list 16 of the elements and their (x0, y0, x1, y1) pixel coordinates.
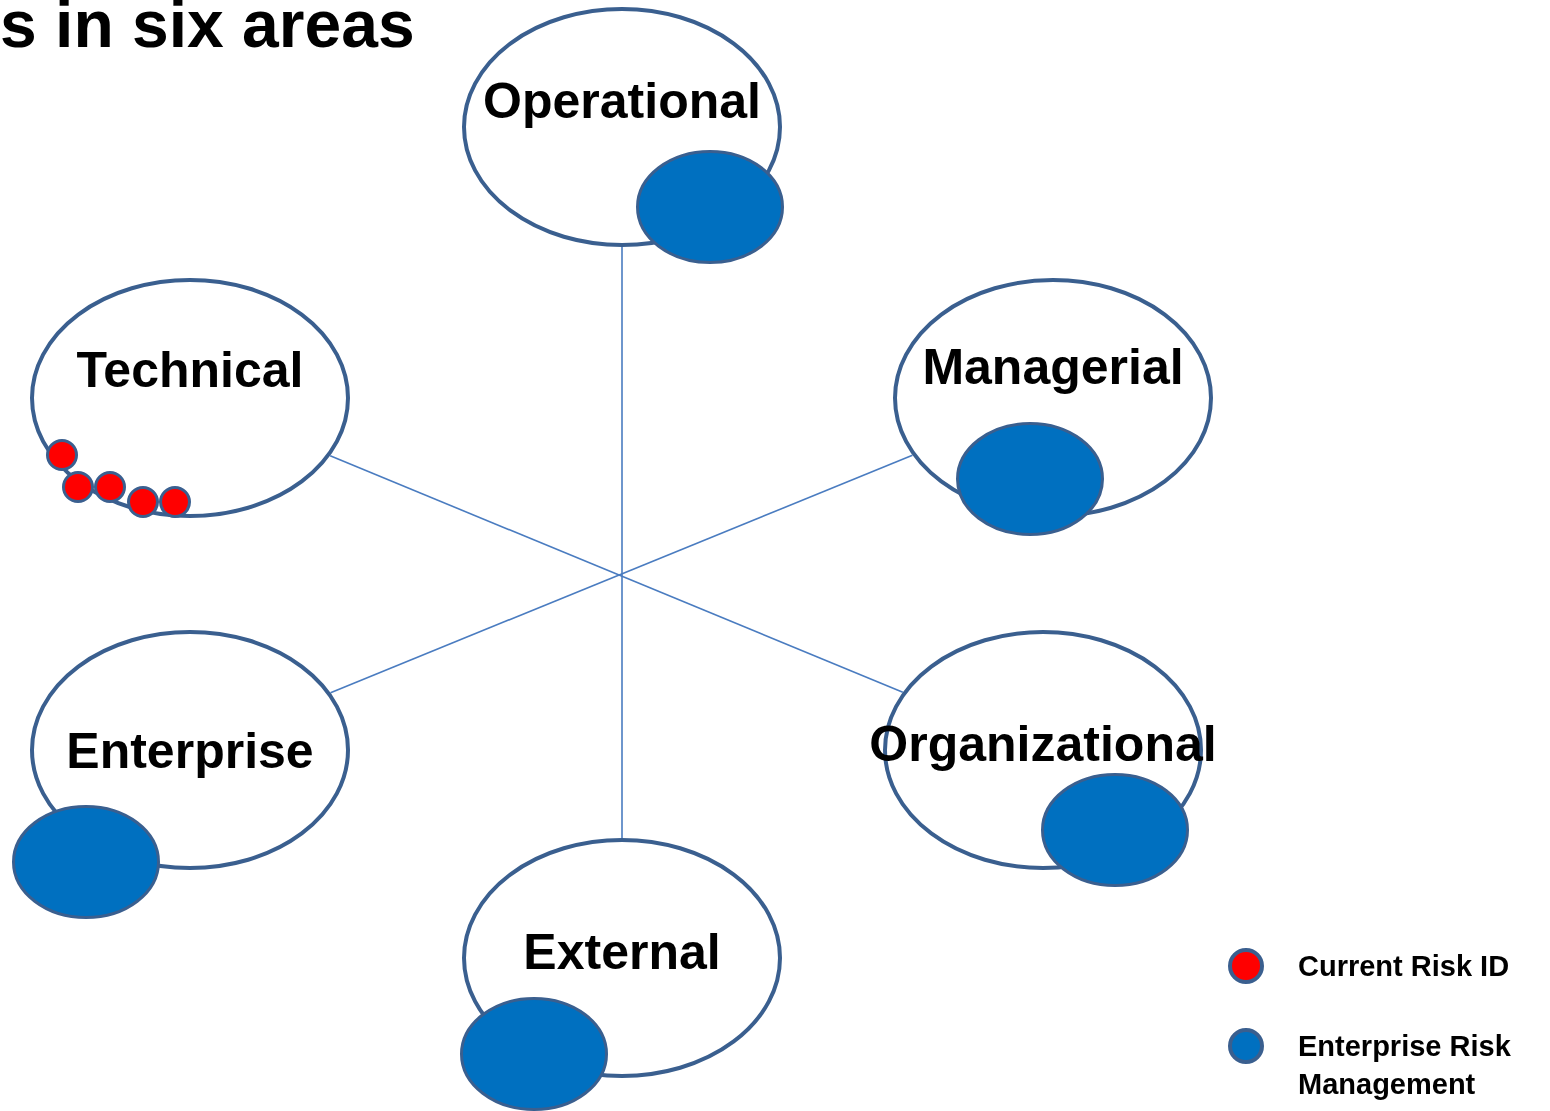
node-label: Technical (76, 341, 304, 399)
node-label: Operational (483, 72, 761, 130)
connector-line (621, 246, 623, 839)
risk-marker-dot (126, 485, 160, 519)
risk-marker-dot (955, 421, 1105, 537)
node-label: External (523, 923, 721, 981)
risk-marker-dot (11, 804, 161, 920)
legend-label: Enterprise Risk Management (1298, 1029, 1512, 1102)
node-label: Managerial (922, 338, 1184, 396)
node-label: Enterprise (66, 722, 314, 780)
risk-marker-dot (635, 149, 785, 265)
risk-marker-dot (1040, 772, 1190, 888)
legend-label: Current Risk ID (1298, 949, 1511, 984)
ellipse-node (30, 278, 350, 518)
risk-marker-dot (61, 470, 95, 504)
risk-marker-dot (459, 996, 609, 1111)
